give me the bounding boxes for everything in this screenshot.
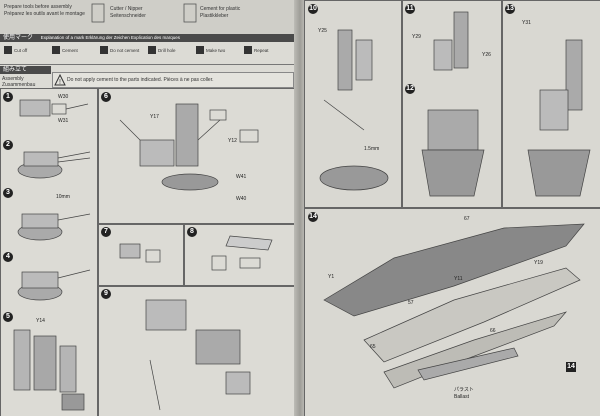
right-page: 10 11 12 13 14 bbox=[304, 0, 600, 416]
label-y1: Y1 bbox=[328, 274, 335, 280]
label-y14: Y14 bbox=[36, 318, 45, 324]
warning-box: Do not apply cement to the parts indicat… bbox=[52, 72, 294, 88]
right-page-drawings bbox=[319, 11, 591, 389]
marks-subtitle: Explanation of a mark Erklärung der Zeic… bbox=[40, 35, 181, 40]
step-4: 4 bbox=[3, 252, 13, 262]
label-w41: W41 bbox=[236, 174, 247, 180]
step-12: 12 bbox=[405, 84, 415, 94]
step-3: 3 bbox=[3, 188, 13, 198]
tools-note-5: Cement for plastic bbox=[200, 6, 241, 12]
svg-text:!: ! bbox=[59, 79, 61, 86]
step-2: 2 bbox=[3, 140, 13, 150]
marks-bar: 使用マーク Explanation of a mark Erklärung de… bbox=[0, 34, 295, 42]
panel-step-7 bbox=[98, 224, 184, 286]
panel-step-14 bbox=[304, 208, 600, 416]
label-y11: Y11 bbox=[454, 276, 463, 282]
tools-strip: Prepare tools before assembly Préparez l… bbox=[0, 0, 296, 35]
page-gutter bbox=[294, 0, 306, 416]
panel-step-10 bbox=[304, 0, 402, 208]
tools-icons bbox=[91, 3, 197, 23]
step-5: 5 bbox=[3, 312, 13, 322]
step-ref-14: 14 bbox=[566, 362, 576, 372]
label-y26: Y26 bbox=[482, 52, 491, 58]
tools-note-6: Plastikkleber bbox=[200, 13, 229, 19]
label-67: 67 bbox=[464, 216, 470, 222]
label-w30: W30 bbox=[58, 94, 69, 100]
step-7: 7 bbox=[101, 227, 111, 237]
step-13: 13 bbox=[505, 4, 515, 14]
marks-legend: Cut off Cement Do not cement Drill hole … bbox=[0, 40, 296, 65]
mark-make-two: Make two bbox=[206, 48, 226, 53]
assembly-de: Zusammenbau bbox=[2, 82, 36, 88]
label-10mm: 10mm bbox=[56, 194, 70, 200]
mark-drill: Drill hole bbox=[158, 48, 176, 53]
tools-note-4: Seitenschneider bbox=[110, 13, 146, 19]
mark-repeat: Repeat bbox=[254, 48, 269, 53]
left-page-drawings bbox=[13, 99, 273, 411]
tools-note-2: Préparez les outils avant le montage bbox=[4, 11, 85, 17]
label-w40: W40 bbox=[236, 196, 247, 202]
label-y29: Y29 bbox=[412, 34, 421, 40]
label-57: 57 bbox=[408, 300, 414, 306]
tools-note-3: Cutter / Nipper bbox=[110, 6, 143, 12]
label-y17: Y17 bbox=[150, 114, 159, 120]
label-65: 65 bbox=[370, 344, 376, 350]
mark-cement: Cement bbox=[62, 48, 78, 53]
step-9: 9 bbox=[101, 289, 111, 299]
label-y25: Y25 bbox=[318, 28, 327, 34]
label-1-5mm: 1.5mm bbox=[364, 146, 380, 152]
step-8: 8 bbox=[187, 227, 197, 237]
mark-cut: Cut off bbox=[14, 48, 28, 53]
label-66: 66 bbox=[490, 328, 496, 334]
panel-step-13 bbox=[502, 0, 600, 208]
tools-note-1: Prepare tools before assembly bbox=[4, 4, 72, 10]
panel-step-11-12 bbox=[402, 0, 502, 208]
step-14: 14 bbox=[308, 212, 318, 222]
label-w31: W31 bbox=[58, 118, 69, 124]
left-page: Prepare tools before assembly Préparez l… bbox=[0, 0, 296, 416]
label-y12: Y12 bbox=[228, 138, 237, 144]
marks-title: 使用マーク bbox=[3, 35, 34, 41]
step-1: 1 bbox=[3, 92, 13, 102]
assembly-bar: 組み立て bbox=[0, 66, 51, 74]
mark-no-cement: Do not cement bbox=[110, 48, 140, 53]
warning-text: Do not apply cement to the parts indicat… bbox=[67, 77, 214, 83]
warning-icon: ! bbox=[54, 74, 66, 86]
label-y19: Y19 bbox=[534, 260, 543, 266]
assembly-en: Assembly bbox=[2, 76, 24, 82]
assembly-title: 組み立て bbox=[3, 67, 28, 73]
ballast-label-jp: パラスト bbox=[454, 387, 474, 393]
step-6: 6 bbox=[101, 92, 111, 102]
step-11: 11 bbox=[405, 4, 415, 14]
ballast-label-en: Ballast bbox=[454, 394, 470, 400]
panel-steps-1-5 bbox=[0, 88, 98, 416]
step-10: 10 bbox=[308, 4, 318, 14]
label-y31: Y31 bbox=[522, 20, 531, 26]
